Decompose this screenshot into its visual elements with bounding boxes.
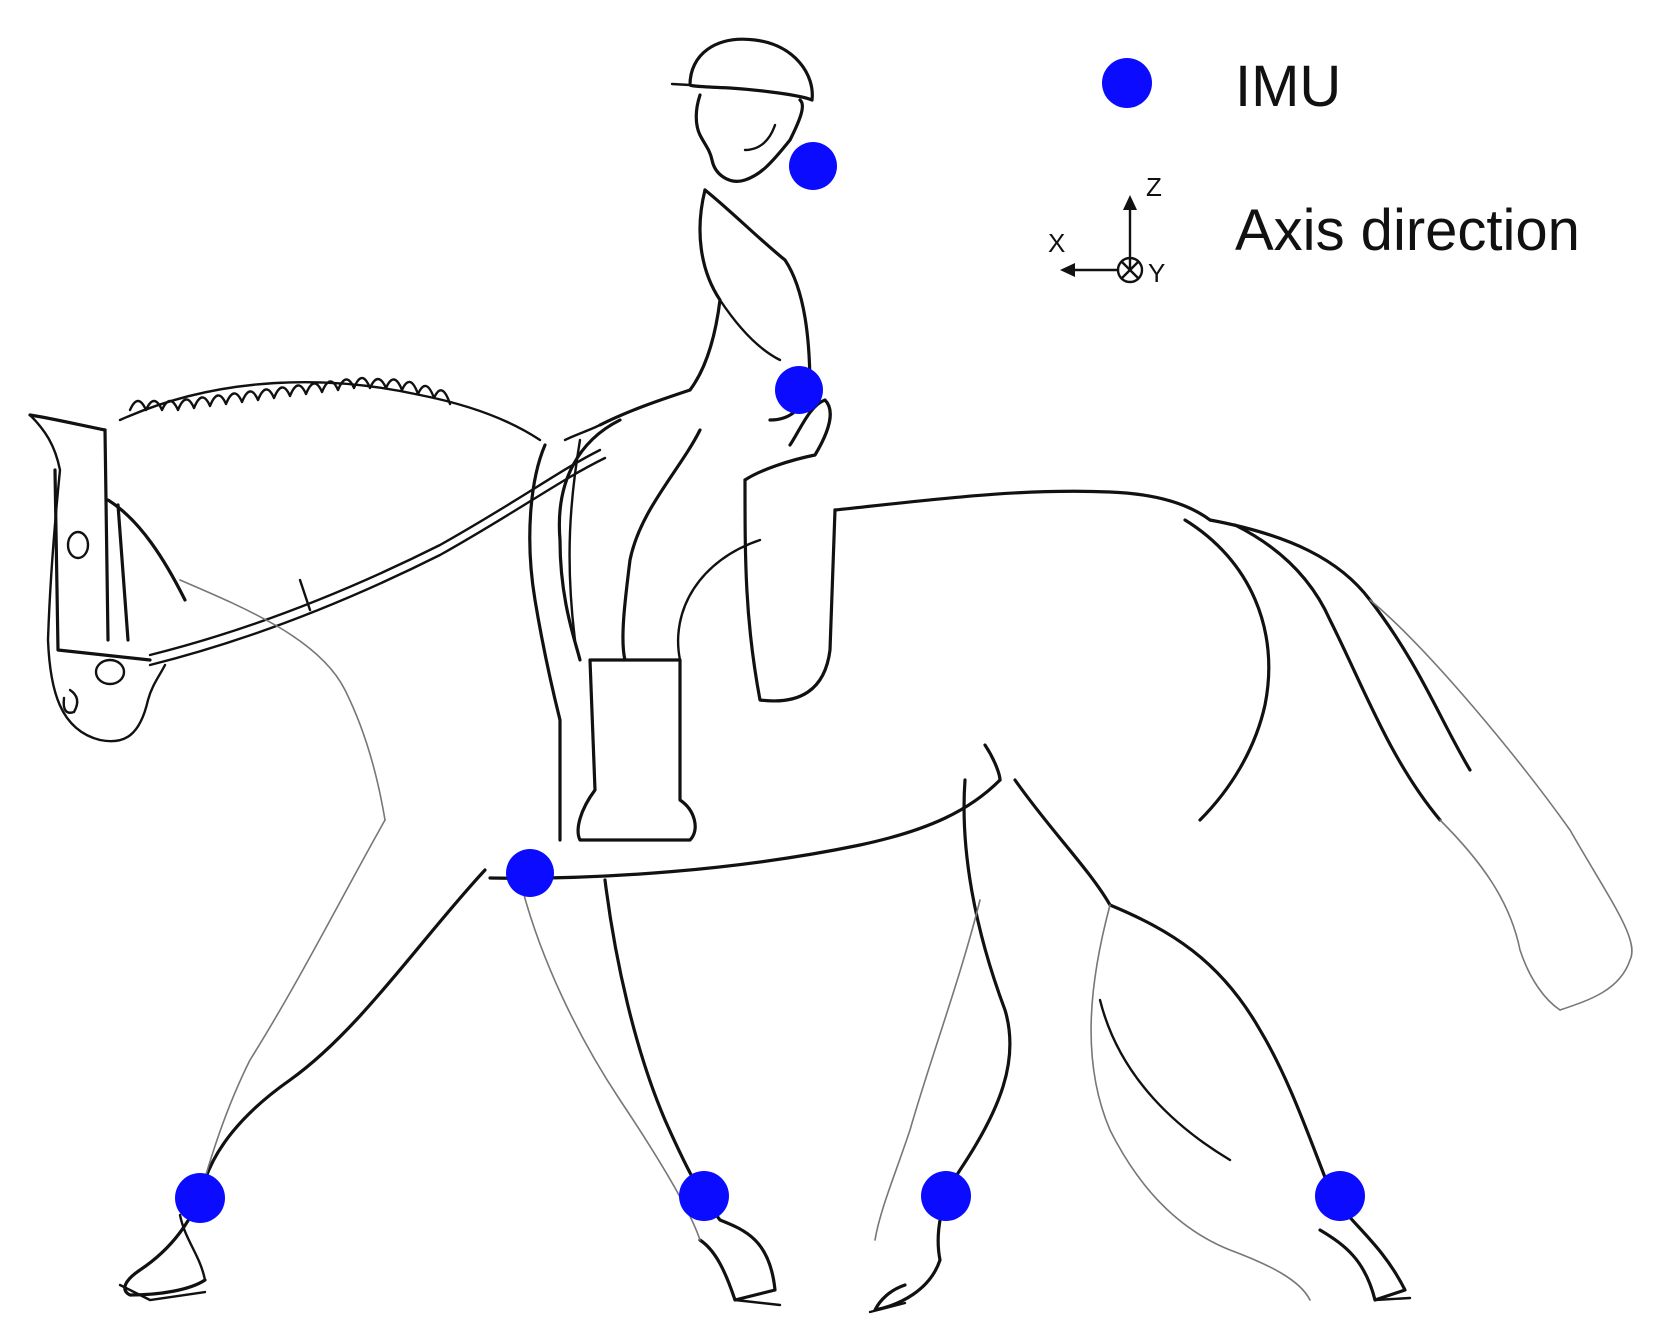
- imu-sensor-horse-girth: [506, 849, 554, 897]
- imu-sensor-right-front-fetlock: [679, 1171, 729, 1221]
- imu-sensor-right-hind-fetlock: [1315, 1171, 1365, 1221]
- rider-drawing: [528, 37, 837, 842]
- legend-axis-label: Axis direction: [1235, 198, 1580, 263]
- imu-markers: [175, 142, 1365, 1223]
- axis-y-label: Y: [1148, 258, 1165, 288]
- legend-imu-marker: [1102, 58, 1152, 108]
- imu-sensor-rider-lower-back: [775, 366, 823, 414]
- imu-sensor-rider-neck: [789, 142, 837, 190]
- horse-drawing: [28, 376, 1633, 1314]
- legend: IMU Z X Y Axis direction: [1048, 54, 1580, 288]
- axis-direction-icon: Z X Y: [1048, 172, 1165, 288]
- axis-x-label: X: [1048, 228, 1065, 258]
- axis-z-label: Z: [1146, 172, 1162, 202]
- imu-sensor-left-front-fetlock: [175, 1173, 225, 1223]
- legend-imu-label: IMU: [1235, 54, 1341, 119]
- imu-sensor-left-hind-fetlock: [921, 1171, 971, 1221]
